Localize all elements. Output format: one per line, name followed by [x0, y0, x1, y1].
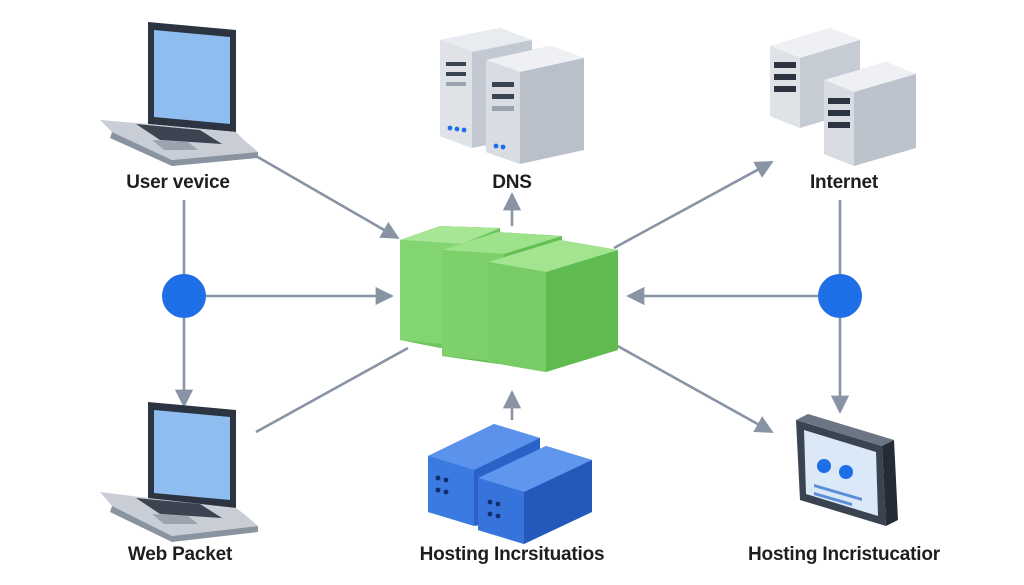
arrow-hub-to-internet	[613, 160, 774, 250]
arrow-hub-to-monitor	[613, 342, 774, 434]
label-web-packet: Web Packet	[128, 544, 233, 565]
junction-dot-left	[162, 274, 206, 318]
monitor-icon	[796, 414, 898, 526]
server-icon	[770, 28, 916, 166]
label-hosting-right: Hosting Incristucatior	[748, 544, 941, 565]
laptop-icon-web-packet	[100, 402, 258, 542]
line-web-packet-to-hub	[255, 346, 409, 434]
label-internet: Internet	[810, 172, 879, 193]
connectors	[174, 154, 850, 434]
network-hub-icon	[400, 226, 618, 372]
laptop-icon	[100, 22, 258, 166]
server-rack-icon	[440, 28, 584, 164]
label-hosting-bottom: Hosting Incrsituatios	[420, 544, 605, 565]
blue-server-icon	[428, 424, 592, 544]
label-dns: DNS	[492, 172, 532, 193]
junction-dot-right	[818, 274, 862, 318]
arrow-user-to-hub	[255, 154, 400, 240]
label-user-device: User vevice	[126, 172, 229, 193]
